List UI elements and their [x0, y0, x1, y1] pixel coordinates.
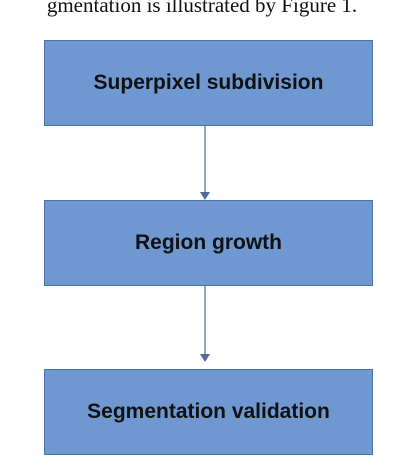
step-box-superpixel-subdivision: Superpixel subdivision — [44, 40, 373, 126]
step-box-segmentation-validation: Segmentation validation — [44, 369, 373, 455]
step-label: Segmentation validation — [87, 400, 330, 423]
arrowhead-1-2 — [200, 192, 210, 200]
arrowhead-2-3 — [200, 354, 210, 362]
step-label: Region growth — [135, 231, 282, 254]
step-box-region-growth: Region growth — [44, 200, 373, 286]
step-label: Superpixel subdivision — [93, 71, 324, 94]
figure-caption-text: gmentation is illustrated by Figure 1. — [46, 0, 358, 17]
